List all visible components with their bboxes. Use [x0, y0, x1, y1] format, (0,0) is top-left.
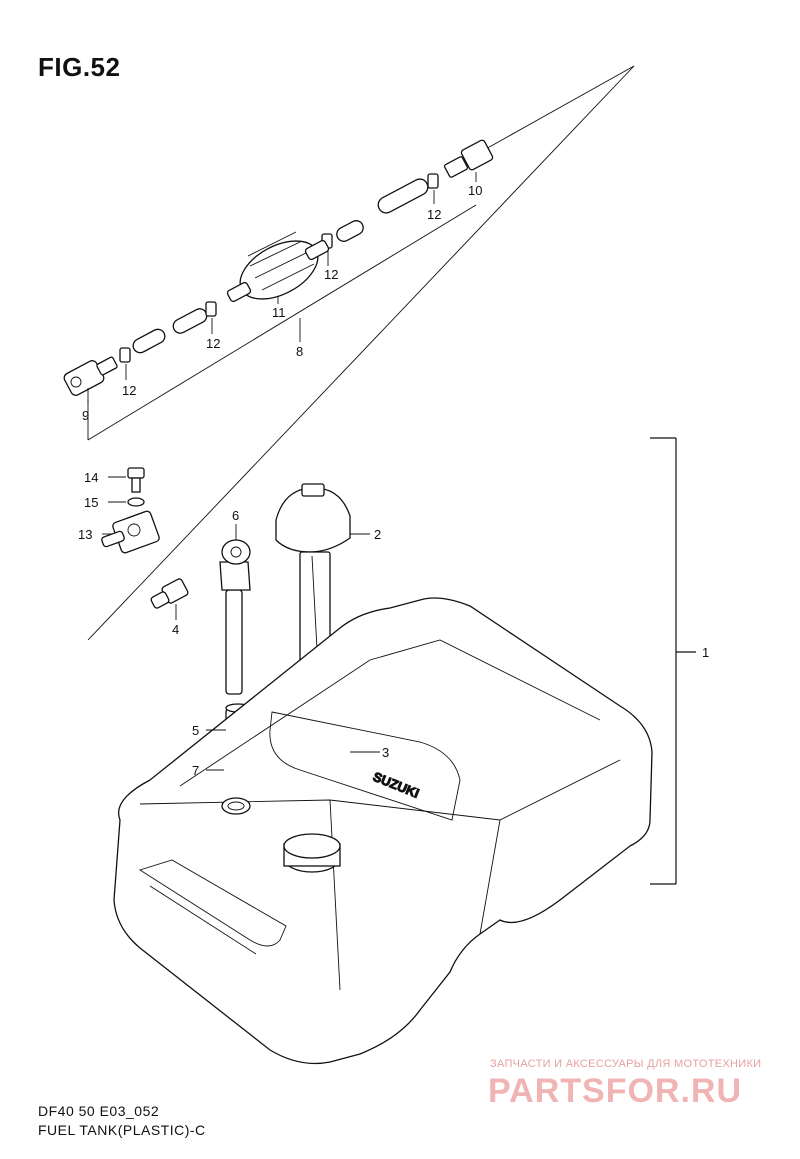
primer-bulb-11	[226, 231, 330, 303]
callout-9: 9	[82, 408, 89, 423]
watermark-logo: PARTSFOR.RU	[488, 1072, 743, 1110]
hose-connector-10	[443, 139, 494, 178]
hose-segment	[336, 220, 364, 242]
callout-13: 13	[78, 527, 92, 542]
callout-12: 12	[122, 383, 136, 398]
diagram-code: DF40 50 E03_052	[38, 1103, 160, 1119]
callout-4: 4	[172, 622, 179, 637]
callout-15: 15	[84, 495, 98, 510]
callout-12: 12	[206, 336, 220, 351]
callout-5: 5	[192, 723, 199, 738]
bolt-14	[127, 467, 145, 493]
hose-clip	[427, 173, 439, 189]
watermark-tagline: ЗАПЧАСТИ И АКСЕССУАРЫ ДЛЯ МОТОТЕХНИКИ	[490, 1058, 762, 1070]
diagram-name: FUEL TANK(PLASTIC)-C	[38, 1122, 206, 1138]
fuel-hose-assembly	[63, 139, 494, 396]
callout-10: 10	[468, 183, 482, 198]
fuel-tank-body	[113, 597, 653, 1065]
hose-segment	[172, 308, 208, 334]
pickup-tube-6	[219, 539, 251, 695]
callouts: 2 3 4 5 6 7 8 9 10 11 12 12 12 12 13 14	[78, 172, 709, 778]
hose-segment	[377, 178, 429, 214]
hose-segment	[132, 328, 166, 354]
callout-8: 8	[296, 344, 303, 359]
fitting-4	[150, 578, 189, 609]
callout-6: 6	[232, 508, 239, 523]
washer-15	[127, 497, 145, 507]
assembly-bracket-lines	[87, 65, 635, 641]
hose-clip	[119, 347, 131, 363]
callout-1: 1	[702, 645, 709, 660]
tank-bracket-1	[650, 437, 696, 885]
hose-connector-9	[63, 356, 118, 396]
callout-3: 3	[382, 745, 389, 760]
figure-title: FIG.52	[38, 52, 121, 82]
callout-2: 2	[374, 527, 381, 542]
callout-12: 12	[427, 207, 441, 222]
callout-7: 7	[192, 763, 199, 778]
callout-14: 14	[84, 470, 98, 485]
vent-fitting-13	[101, 510, 160, 554]
callout-11: 11	[272, 305, 286, 320]
callout-12: 12	[324, 267, 338, 282]
hose-clip	[205, 301, 217, 317]
